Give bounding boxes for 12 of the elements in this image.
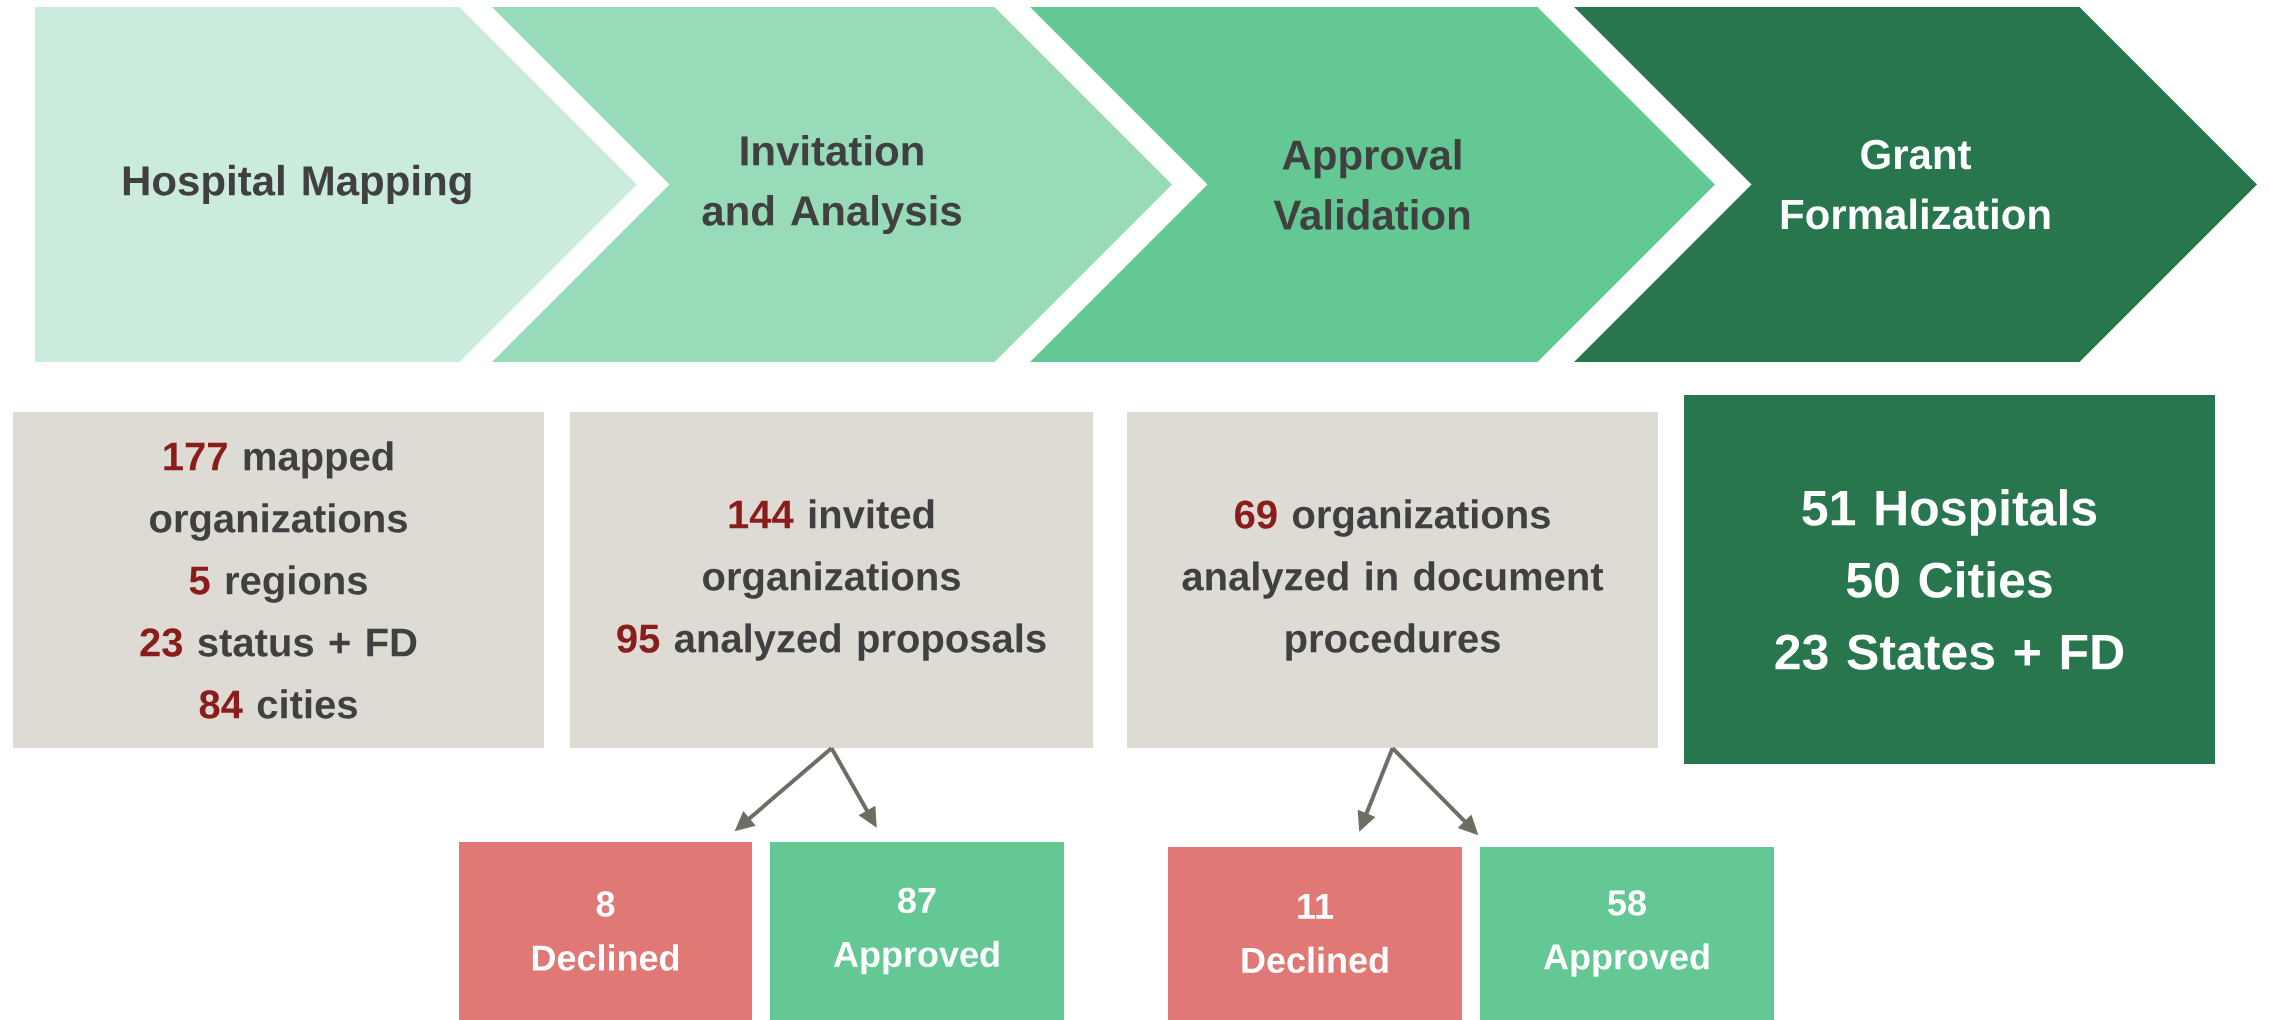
process-step: Approval Validation (1030, 7, 1715, 362)
stat-box: 69 organizations analyzed in document procedures (1127, 412, 1658, 748)
stat-box: 144 invited organizations 95 analyzed proposals (570, 412, 1093, 748)
stat-box: 177 mapped organizations 5 regions 23 status + FD 84 cities (13, 412, 544, 748)
outcome-box: 58 Approved (1480, 847, 1774, 1020)
process-step: Hospital Mapping (35, 7, 637, 362)
result-box: 51 Hospitals 50 Cities 23 States + FD (1684, 395, 2216, 764)
outcome-box: 11 Declined (1168, 847, 1462, 1020)
process-step: Invitation and Analysis (492, 7, 1172, 362)
process-step: Grant Formalization (1574, 7, 2258, 362)
outcome-box: 87 Approved (770, 842, 1064, 1020)
outcome-box: 8 Declined (459, 842, 752, 1020)
